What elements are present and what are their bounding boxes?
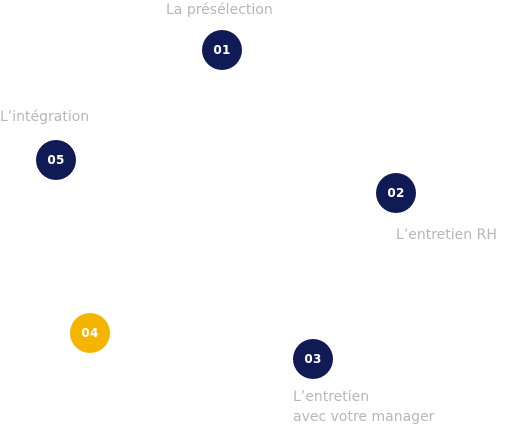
step-label-02: L’entretien RH [396, 225, 497, 245]
step-number-03: 03 [304, 352, 322, 366]
step-number-01: 01 [213, 43, 231, 57]
step-label-03-line-2: avec votre manager [293, 409, 435, 425]
step-label-03: L’entretien avec votre manager [293, 387, 434, 427]
step-node-02[interactable]: 02 [376, 173, 416, 213]
step-node-04[interactable]: 04 [70, 313, 110, 353]
step-label-01-line-1: La présélection [166, 2, 273, 18]
step-label-03-line-1: L’entretien [293, 389, 370, 405]
step-label-05-line-1: L’intégration [0, 109, 90, 125]
step-label-02-line-1: L’entretien RH [396, 227, 497, 243]
step-number-05: 05 [47, 153, 65, 167]
step-label-05: L’intégration [0, 107, 89, 127]
step-node-03[interactable]: 03 [293, 339, 333, 379]
step-number-02: 02 [387, 186, 405, 200]
step-node-05[interactable]: 05 [36, 140, 76, 180]
step-label-01: La présélection [166, 0, 273, 20]
step-number-04: 04 [81, 326, 99, 340]
step-node-01[interactable]: 01 [202, 30, 242, 70]
